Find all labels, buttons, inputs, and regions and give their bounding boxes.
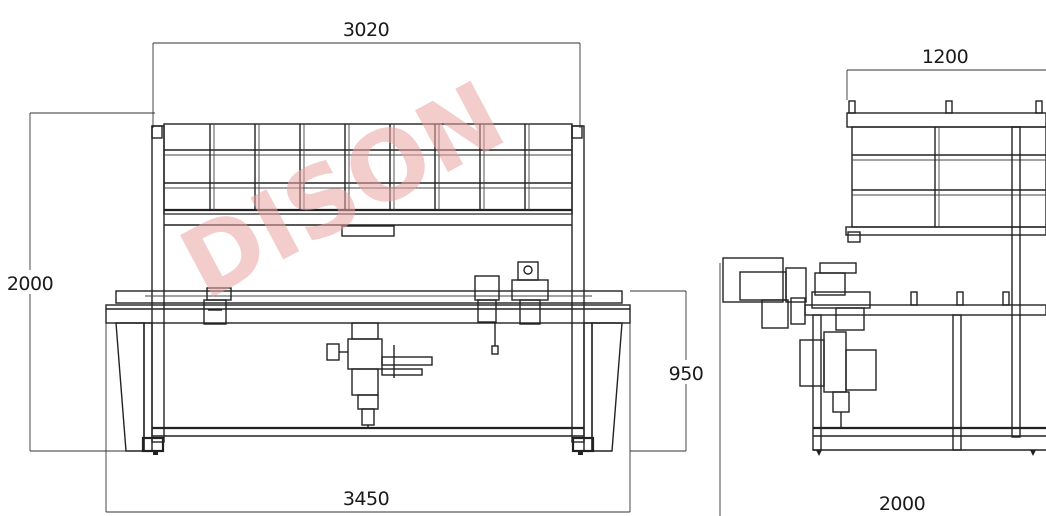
dim-label-1200: 1200 — [922, 46, 968, 68]
dimension-950: 950 — [630, 290, 708, 452]
dimension-2000-height: 2000 — [4, 112, 155, 452]
watermark-text: DISON — [163, 60, 522, 322]
dimension-3450: 3450 — [105, 320, 631, 513]
side-table-frame — [804, 291, 1046, 456]
dim-label-3450: 3450 — [343, 488, 389, 510]
dimension-1200: 1200 — [846, 46, 1046, 100]
dimension-2000-side: 2000 — [719, 263, 926, 516]
upper-frame — [151, 123, 585, 443]
drill-motor — [326, 322, 433, 428]
dim-label-3020: 3020 — [343, 19, 389, 41]
dim-label-2000-height: 2000 — [7, 273, 53, 295]
upper-panel-dividers — [209, 124, 530, 237]
table-frame — [105, 290, 631, 455]
dimension-3020: 3020 — [152, 19, 581, 128]
front-view: 3020 2000 950 3450 — [4, 19, 708, 513]
side-view: 1200 2000 — [719, 46, 1046, 516]
left-carriage — [203, 287, 232, 325]
side-head-assembly — [722, 257, 877, 428]
right-carriage — [474, 261, 549, 355]
dim-label-2000-side: 2000 — [879, 493, 925, 515]
dim-label-950: 950 — [669, 363, 704, 385]
side-upper-frame — [845, 100, 1046, 438]
